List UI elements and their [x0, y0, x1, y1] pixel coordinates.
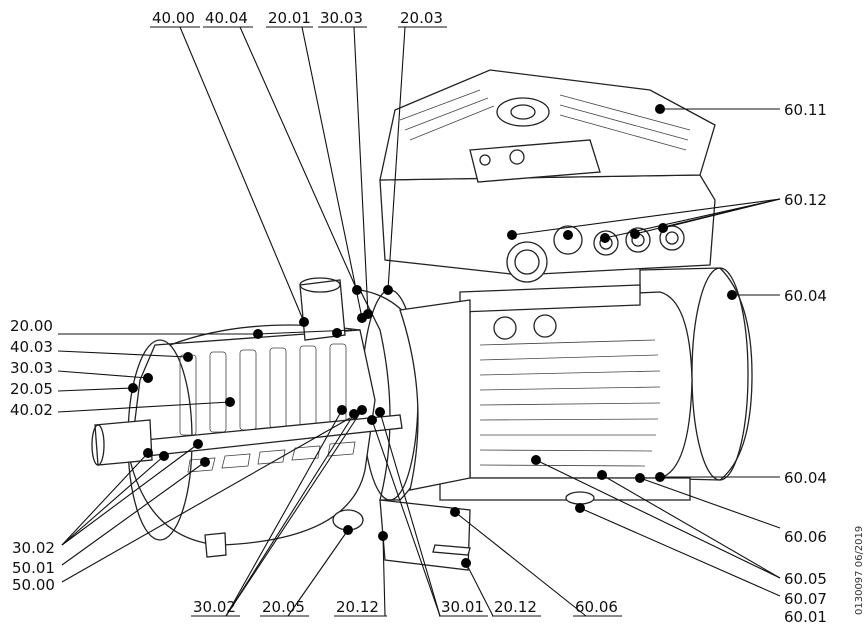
label-bottom-30-02: 30.02 [193, 598, 236, 616]
labels-top: 40.00 40.04 20.01 30.03 20.03 [150, 9, 447, 28]
label-right-60-06: 60.06 [784, 528, 827, 546]
label-right-60-11: 60.11 [784, 101, 827, 119]
label-right-60-07: 60.07 [784, 590, 827, 608]
label-left-40-03: 40.03 [10, 338, 53, 356]
labels-bottom: 30.02 20.05 20.12 30.01 20.12 60.06 [191, 598, 622, 617]
label-left-40-02: 40.02 [10, 401, 53, 419]
callout-dots [128, 104, 737, 568]
labels-left: 20.00 40.03 30.03 20.05 40.02 [10, 317, 53, 419]
label-right-60-05: 60.05 [784, 570, 827, 588]
label-bottom-20-12-b: 20.12 [494, 598, 537, 616]
label-lb-50-01: 50.01 [12, 559, 55, 577]
label-lb-50-00: 50.00 [12, 576, 55, 594]
label-right-60-04-a: 60.04 [784, 287, 827, 305]
label-top-20-03: 20.03 [400, 9, 443, 27]
label-bottom-20-12-a: 20.12 [336, 598, 379, 616]
label-top-40-04: 40.04 [205, 9, 248, 27]
drawing-code: 0130097 06/2019 [854, 526, 865, 615]
label-top-40-00: 40.00 [152, 9, 195, 27]
label-bottom-30-01: 30.01 [441, 598, 484, 616]
label-right-60-01: 60.01 [784, 608, 827, 626]
label-left-30-03: 30.03 [10, 359, 53, 377]
label-left-20-05: 20.05 [10, 380, 53, 398]
label-top-20-01: 20.01 [268, 9, 311, 27]
labels-right: 60.11 60.12 60.04 60.04 60.06 60.05 60.0… [784, 101, 827, 626]
labels-left-bottom: 30.02 50.01 50.00 [12, 539, 55, 594]
label-bottom-20-05: 20.05 [262, 598, 305, 616]
label-right-60-04-b: 60.04 [784, 469, 827, 487]
label-bottom-60-06: 60.06 [575, 598, 618, 616]
label-top-30-03: 30.03 [320, 9, 363, 27]
label-left-20-00: 20.00 [10, 317, 53, 335]
pump-drawing [91, 69, 753, 571]
label-lb-30-02: 30.02 [12, 539, 55, 557]
label-right-60-12: 60.12 [784, 191, 827, 209]
